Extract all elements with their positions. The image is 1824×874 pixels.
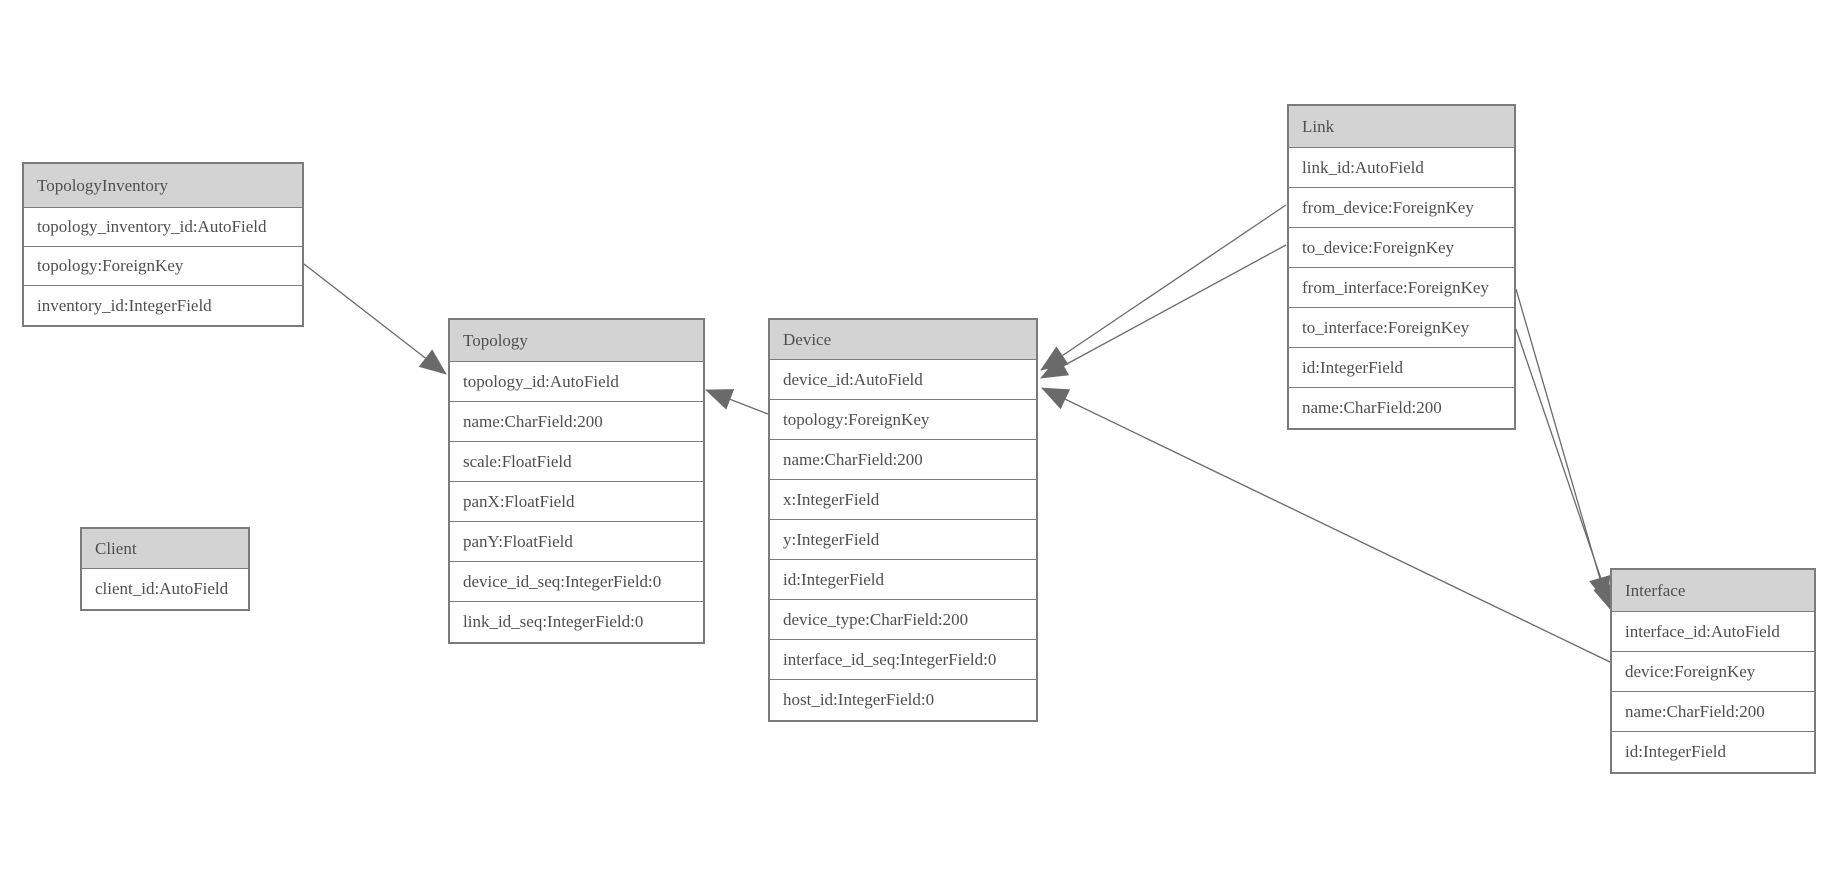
field-row-topology-5: device_id_seq:IntegerField:0 bbox=[450, 562, 703, 602]
field-row-topology-0: topology_id:AutoField bbox=[450, 362, 703, 402]
field-row-device-6: device_type:CharField:200 bbox=[770, 600, 1036, 640]
edge-link-from-device bbox=[1040, 204, 1287, 371]
field-row-device-0: device_id:AutoField bbox=[770, 360, 1036, 400]
entity-title-topologyinventory: TopologyInventory bbox=[24, 164, 302, 208]
field-row-topology-3: panX:FloatField bbox=[450, 482, 703, 522]
field-row-device-7: interface_id_seq:IntegerField:0 bbox=[770, 640, 1036, 680]
edge-interface-device bbox=[1041, 387, 1611, 663]
edge-topologyinventory-topology bbox=[303, 263, 447, 375]
field-row-device-1: topology:ForeignKey bbox=[770, 400, 1036, 440]
field-row-topology-1: name:CharField:200 bbox=[450, 402, 703, 442]
field-row-device-5: id:IntegerField bbox=[770, 560, 1036, 600]
field-row-interface-0: interface_id:AutoField bbox=[1612, 612, 1814, 652]
entity-title-device: Device bbox=[770, 320, 1036, 360]
field-row-client-0: client_id:AutoField bbox=[82, 569, 248, 609]
field-row-link-0: link_id:AutoField bbox=[1289, 148, 1514, 188]
field-row-device-4: y:IntegerField bbox=[770, 520, 1036, 560]
field-row-topologyinventory-0: topology_inventory_id:AutoField bbox=[24, 208, 302, 247]
field-row-interface-3: id:IntegerField bbox=[1612, 732, 1814, 772]
field-row-interface-2: name:CharField:200 bbox=[1612, 692, 1814, 732]
edge-link-to-interface bbox=[1515, 328, 1615, 612]
field-row-topology-2: scale:FloatField bbox=[450, 442, 703, 482]
entity-title-link: Link bbox=[1289, 106, 1514, 148]
field-row-link-4: to_interface:ForeignKey bbox=[1289, 308, 1514, 348]
field-row-link-6: name:CharField:200 bbox=[1289, 388, 1514, 428]
field-row-device-3: x:IntegerField bbox=[770, 480, 1036, 520]
edge-device-topology bbox=[705, 389, 769, 415]
edge-link-to-device bbox=[1040, 244, 1287, 379]
field-row-link-1: from_device:ForeignKey bbox=[1289, 188, 1514, 228]
field-row-link-5: id:IntegerField bbox=[1289, 348, 1514, 388]
field-row-topologyinventory-1: topology:ForeignKey bbox=[24, 247, 302, 286]
entity-title-topology: Topology bbox=[450, 320, 703, 362]
field-row-device-8: host_id:IntegerField:0 bbox=[770, 680, 1036, 720]
entity-title-client: Client bbox=[82, 529, 248, 569]
field-row-link-2: to_device:ForeignKey bbox=[1289, 228, 1514, 268]
field-row-device-2: name:CharField:200 bbox=[770, 440, 1036, 480]
field-row-interface-1: device:ForeignKey bbox=[1612, 652, 1814, 692]
field-row-link-3: from_interface:ForeignKey bbox=[1289, 268, 1514, 308]
field-row-topology-6: link_id_seq:IntegerField:0 bbox=[450, 602, 703, 642]
entity-title-interface: Interface bbox=[1612, 570, 1814, 612]
field-row-topology-4: panY:FloatField bbox=[450, 522, 703, 562]
field-row-topologyinventory-2: inventory_id:IntegerField bbox=[24, 286, 302, 325]
